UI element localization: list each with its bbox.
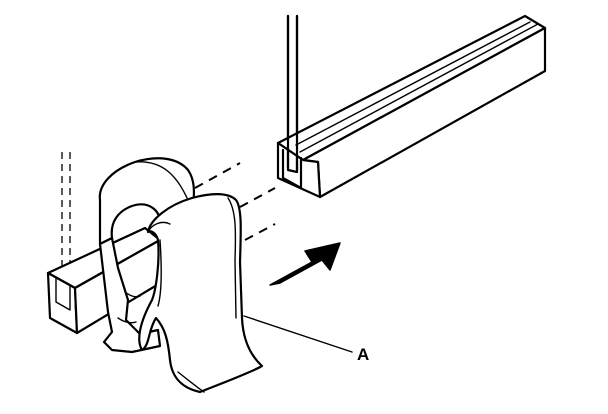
clip-back-tongue-detail xyxy=(124,291,141,298)
callout-a: A xyxy=(243,315,369,364)
clip-front-inner-fold xyxy=(157,239,163,307)
clip-back-tongue xyxy=(98,236,162,354)
alignment-line-bottom xyxy=(244,223,276,241)
rail-groove xyxy=(299,23,539,153)
clip-front-bottom-edge xyxy=(177,371,205,393)
callout-a-label: A xyxy=(357,345,369,364)
clip-front-curl xyxy=(147,221,171,233)
clip-front-ridge xyxy=(227,197,237,319)
clip-back-loop xyxy=(98,157,195,246)
insertion-arrow-icon xyxy=(269,242,341,286)
alignment-line-middle xyxy=(239,187,276,208)
clip-back-tongue-detail-2 xyxy=(117,317,137,324)
clip xyxy=(98,157,264,394)
alignment-line-top xyxy=(194,162,241,189)
lower-bracket-slot xyxy=(55,277,71,311)
callout-a-leader xyxy=(243,315,353,353)
rail-slot xyxy=(281,148,303,190)
clip-front-plate xyxy=(138,193,264,394)
alignment-lines xyxy=(194,162,276,241)
rail-groove-inner xyxy=(295,21,531,146)
mounting-rail xyxy=(276,14,547,199)
